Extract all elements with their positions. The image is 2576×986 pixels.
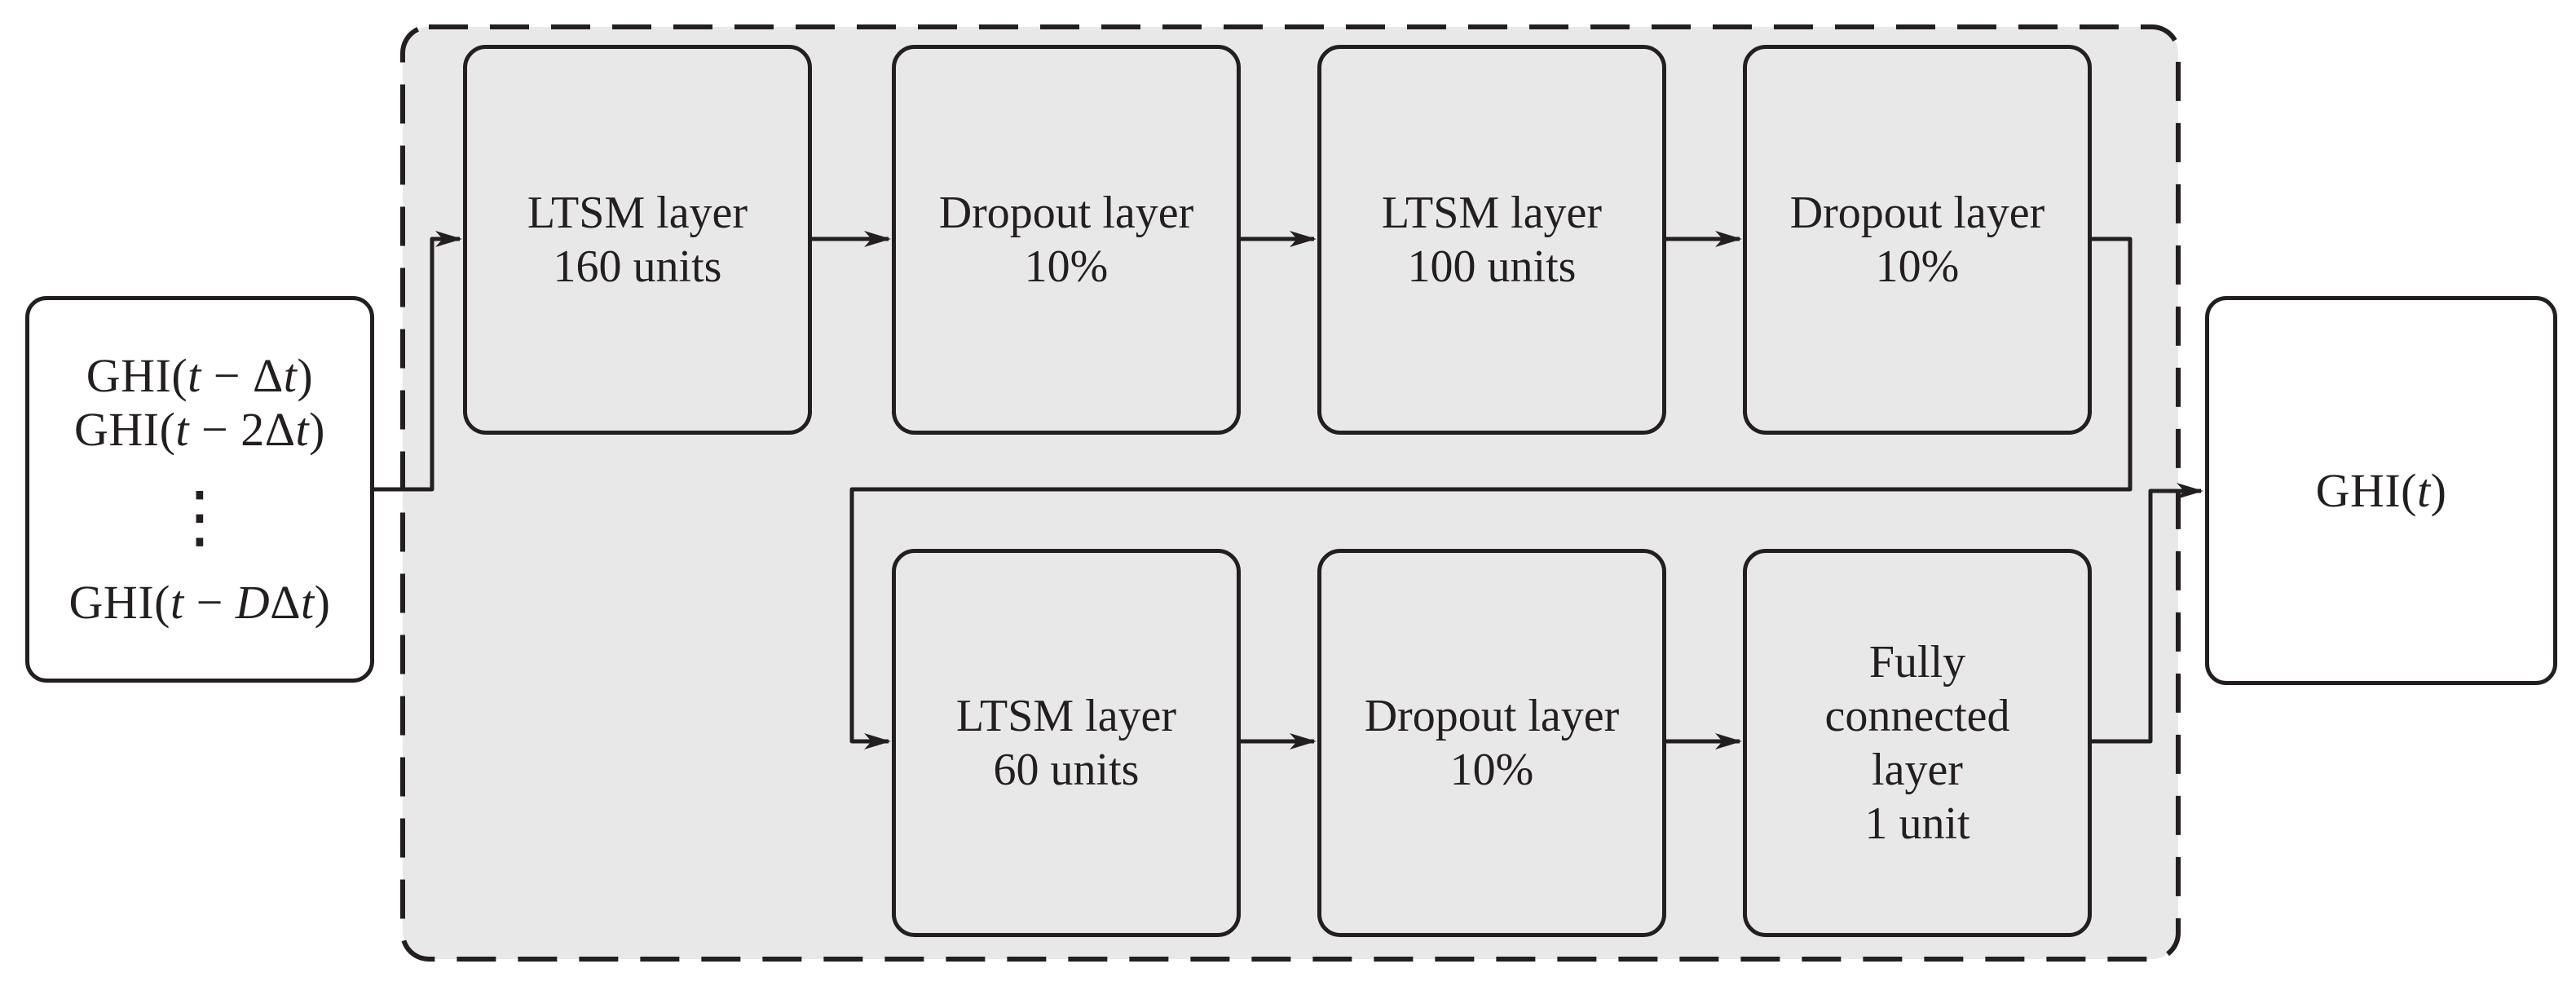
connector-fc-to-output <box>2092 483 2203 744</box>
node-dropout-top-2: Dropout layer 10% <box>1743 45 2092 435</box>
node-label-line: 100 units <box>1407 241 1577 292</box>
node-fully-connected: Fully connected layer 1 unit <box>1743 549 2092 937</box>
node-label-line: 10% <box>1024 241 1109 292</box>
node-lstm-160: LTSM layer 160 units <box>463 45 812 435</box>
input-line-1: GHI(t − Δt) <box>86 349 314 402</box>
node-label-line: LTSM layer <box>527 188 748 238</box>
output-box: GHI(t) <box>2205 296 2557 685</box>
node-label-line: 160 units <box>553 241 722 292</box>
input-line-4: GHI(t − DΔt) <box>68 576 331 629</box>
node-label-line: Dropout layer <box>938 188 1194 238</box>
node-label-line: 1 unit <box>1864 798 1970 849</box>
node-label-line: connected <box>1824 691 2010 741</box>
node-label-line: Fully <box>1868 637 1966 688</box>
node-label-line: Dropout layer <box>1364 691 1620 741</box>
connector-dropout2-to-lstm60 <box>849 237 2133 749</box>
connector-input-to-lstm160 <box>373 231 462 492</box>
input-line-2: GHI(t − 2Δt) <box>74 403 325 456</box>
node-dropout-top-1: Dropout layer 10% <box>892 45 1241 435</box>
node-label-line: Dropout layer <box>1789 188 2045 238</box>
input-box: GHI(t − Δt) GHI(t − 2Δt) ⋮ GHI(t − DΔt) <box>25 296 374 683</box>
node-lstm-60: LTSM layer 60 units <box>892 549 1241 937</box>
node-label-line: layer <box>1872 745 1963 795</box>
node-lstm-100: LTSM layer 100 units <box>1317 45 1666 435</box>
node-label-line: 10% <box>1875 241 1960 292</box>
node-label-line: 60 units <box>993 745 1140 795</box>
node-label-line: 10% <box>1449 745 1534 795</box>
node-label-line: LTSM layer <box>955 691 1177 741</box>
vertical-ellipsis: ⋮ <box>165 476 234 556</box>
node-label-line: LTSM layer <box>1381 188 1603 238</box>
node-dropout-bottom: Dropout layer 10% <box>1317 549 1666 937</box>
output-label: GHI(t) <box>2315 463 2447 517</box>
